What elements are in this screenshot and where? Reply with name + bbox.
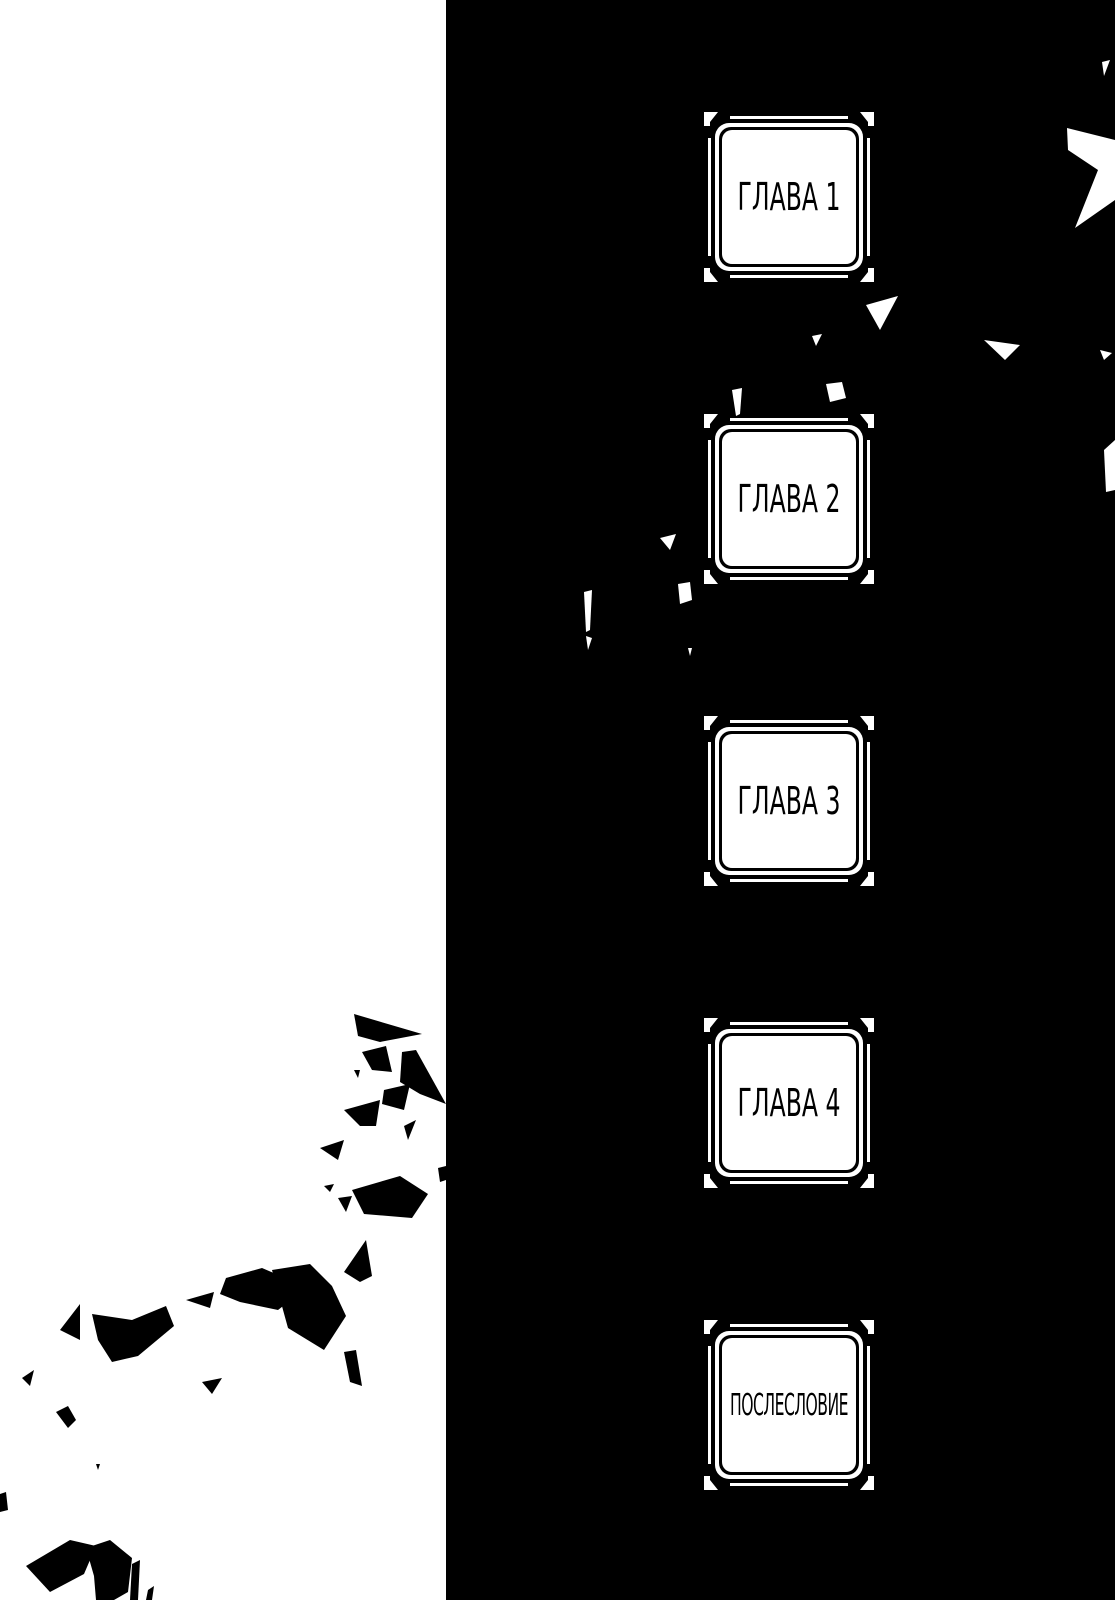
button-frame bbox=[704, 414, 874, 584]
button-frame bbox=[704, 716, 874, 886]
chapter-4-button[interactable]: ГЛАВА 4 bbox=[704, 1018, 874, 1188]
button-frame bbox=[704, 1320, 874, 1490]
chapter-1-button[interactable]: ГЛАВА 1 bbox=[704, 112, 874, 282]
afterword-label: ПОСЛЕСЛОВИЕ bbox=[730, 1387, 848, 1423]
chapter-3-button[interactable]: ГЛАВА 3 bbox=[704, 716, 874, 886]
button-frame bbox=[704, 1018, 874, 1188]
chapter-label: ГЛАВА 1 bbox=[737, 175, 841, 219]
chapter-2-button[interactable]: ГЛАВА 2 bbox=[704, 414, 874, 584]
chapter-label: ГЛАВА 3 bbox=[737, 779, 841, 823]
chapter-label: ГЛАВА 4 bbox=[737, 1081, 841, 1125]
chapter-label: ГЛАВА 2 bbox=[737, 477, 841, 521]
afterword-button[interactable]: ПОСЛЕСЛОВИЕ bbox=[704, 1320, 874, 1490]
button-frame bbox=[704, 112, 874, 282]
